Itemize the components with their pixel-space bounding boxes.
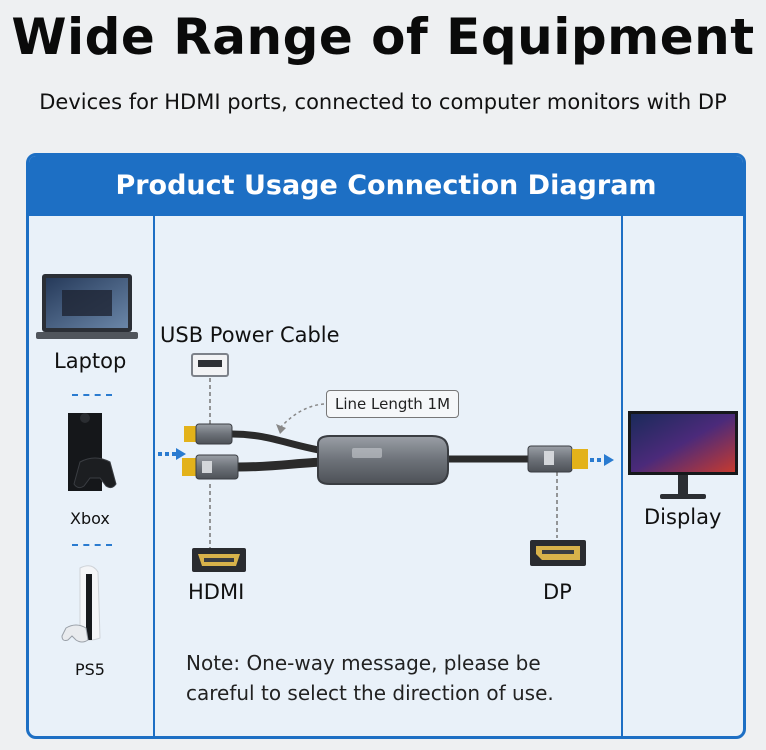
usage-note: Note: One-way message, please be careful… — [186, 648, 606, 708]
page-title: Wide Range of Equipment — [11, 8, 755, 66]
line-length-callout: Line Length 1M — [326, 390, 460, 418]
laptop-icon — [36, 274, 138, 339]
hdmi-port-icon — [192, 548, 246, 572]
usb-cable — [228, 430, 334, 456]
divider-right — [621, 216, 623, 736]
arrow-right-icon — [590, 454, 614, 466]
hdmi-label: HDMI — [188, 580, 245, 604]
separator — [72, 544, 112, 546]
source-label-xbox: Xbox — [70, 509, 110, 528]
note-line: Note: One-way message, please be — [186, 651, 541, 675]
arrow-right-icon — [158, 448, 186, 460]
xbox-icon — [68, 413, 117, 491]
source-label-ps5: PS5 — [75, 660, 105, 679]
callout-pointer — [279, 403, 325, 429]
display-label: Display — [644, 505, 722, 529]
usb-plug — [184, 423, 233, 445]
ps5-icon — [61, 565, 101, 643]
dp-label: DP — [543, 580, 572, 604]
dp-port-icon — [530, 540, 586, 566]
separator — [72, 394, 112, 396]
page-subtitle: Devices for HDMI ports, connected to com… — [39, 90, 727, 114]
usb-port-icon — [191, 353, 229, 377]
divider-left — [153, 216, 155, 736]
usb-power-label: USB Power Cable — [160, 323, 340, 347]
diagram-panel: Product Usage Connection Diagram — [26, 153, 746, 739]
monitor-icon — [628, 411, 738, 499]
note-line: careful to select the direction of use. — [186, 681, 554, 705]
dp-plug — [527, 445, 588, 473]
panel-title: Product Usage Connection Diagram — [29, 156, 743, 216]
hdmi-plug — [182, 454, 239, 480]
source-label-laptop: Laptop — [54, 349, 127, 373]
hdmi-cable — [233, 457, 335, 472]
converter-box — [317, 435, 449, 485]
